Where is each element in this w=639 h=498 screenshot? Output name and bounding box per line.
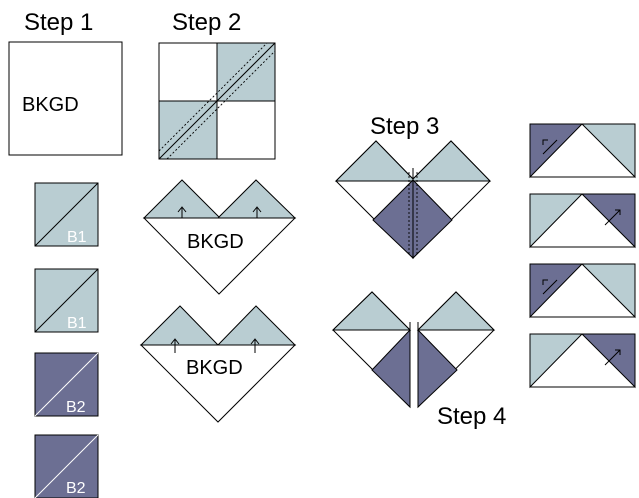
hst-b2-top: B2 (34, 352, 99, 417)
bkgd-square-label: BKGD (22, 94, 79, 116)
step-3-label: Step 3 (370, 113, 439, 140)
bkgd-heart-label: BKGD (186, 357, 243, 379)
hst-b1-bottom: B1 (34, 268, 99, 333)
flying-geese-unit-1 (529, 123, 636, 179)
bkgd-heart-label: BKGD (187, 231, 244, 253)
step-2-label: Step 2 (172, 9, 241, 36)
hst-b1-top: B1 (34, 182, 99, 247)
four-patch-block (158, 42, 276, 160)
heart-unit-top: BKGD (142, 179, 297, 295)
b1-label: B1 (67, 315, 87, 332)
heart-right-half (416, 291, 496, 409)
step-4-label: Step 4 (437, 403, 506, 430)
heart-left-half (331, 291, 412, 409)
bkgd-square: BKGD (8, 41, 123, 156)
flying-geese-unit-4 (529, 333, 636, 389)
hst-b2-bottom: B2 (34, 434, 99, 498)
b2-label: B2 (66, 399, 86, 416)
flying-geese-unit-2 (529, 193, 636, 249)
b2-label: B2 (66, 480, 86, 497)
b1-label: B1 (67, 229, 87, 246)
heart-block-step3 (334, 140, 492, 260)
flying-geese-unit-3 (529, 263, 636, 319)
heart-unit-bottom: BKGD (139, 305, 297, 423)
step-1-label: Step 1 (24, 9, 93, 36)
